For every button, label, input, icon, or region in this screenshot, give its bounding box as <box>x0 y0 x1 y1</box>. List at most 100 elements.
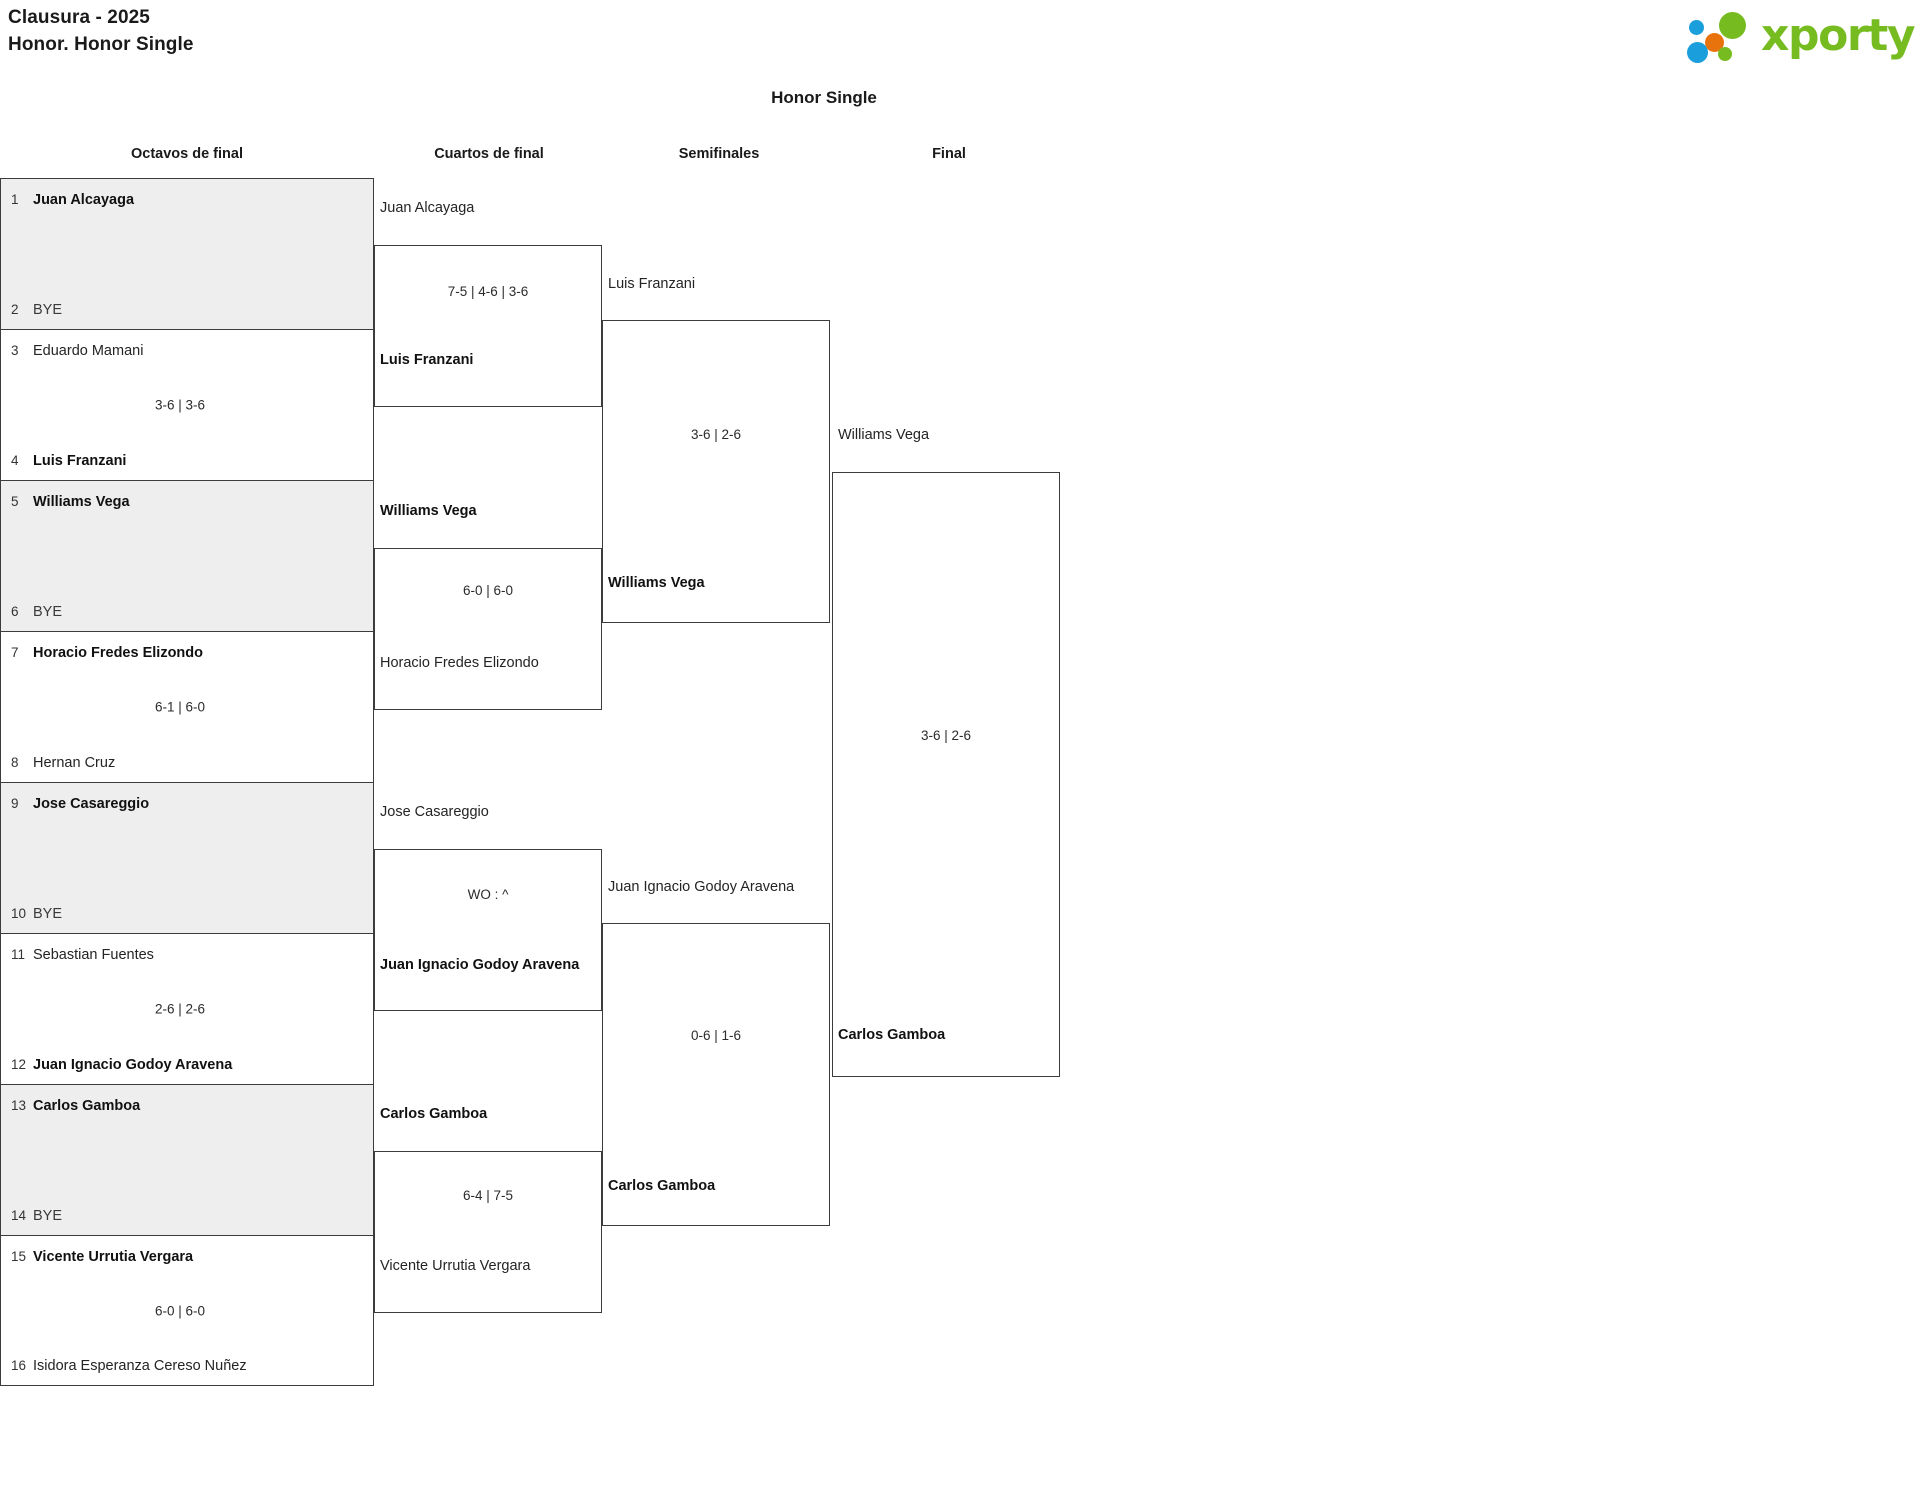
player-name: BYE <box>33 302 63 318</box>
seed-number: 13 <box>11 1098 27 1113</box>
qf3-box <box>374 849 602 1011</box>
player-name: Jose Casareggio <box>33 796 150 812</box>
seed-number: 9 <box>11 796 19 811</box>
qf1-score: 7-5 | 4-6 | 3-6 <box>447 284 529 299</box>
seed-number: 14 <box>11 1208 27 1223</box>
player-name: Luis Franzani <box>33 453 127 469</box>
player-name: Juan Ignacio Godoy Aravena <box>33 1057 233 1073</box>
player-name: Juan Alcayaga <box>33 192 135 208</box>
player-name: BYE <box>33 1208 63 1224</box>
r16-slot-seed-8[interactable]: 8 Hernan Cruz <box>11 755 115 771</box>
xporty-logo: xporty <box>1687 8 1916 64</box>
seed-number: 7 <box>11 645 19 660</box>
qf4-top-player[interactable]: Carlos Gamboa <box>380 1106 488 1122</box>
qf3-score: WO : ^ <box>467 887 509 902</box>
r16-slot-seed-11[interactable]: 11 Sebastian Fuentes <box>11 947 154 963</box>
r16-score-6: 2-6 | 2-6 <box>154 1001 206 1017</box>
r16-score-8: 6-0 | 6-0 <box>154 1303 206 1318</box>
seed-number: 6 <box>11 604 19 619</box>
qf2-box <box>374 548 602 710</box>
logo-dot-orange <box>1705 33 1724 52</box>
r16-slot-seed-12[interactable]: 12 Juan Ignacio Godoy Aravena <box>11 1057 232 1073</box>
r16-slot-seed-3[interactable]: 3 Eduardo Mamani <box>11 343 143 359</box>
seed-number: 5 <box>11 494 19 509</box>
qf2-top-player[interactable]: Williams Vega <box>380 503 477 519</box>
logo-dot-green-large <box>1719 12 1746 39</box>
r16-slot-seed-4[interactable]: 4 Luis Franzani <box>11 453 126 469</box>
sf1-bottom-player[interactable]: Williams Vega <box>608 575 705 591</box>
sf1-box <box>602 320 830 623</box>
round-header-octavos: Octavos de final <box>130 146 243 162</box>
sf1-top-player[interactable]: Luis Franzani <box>608 276 696 292</box>
player-name: Isidora Esperanza Cereso Nuñez <box>33 1358 247 1374</box>
r16-slot-seed-6[interactable]: 6 BYE <box>11 604 62 620</box>
qf1-top-player[interactable]: Juan Alcayaga <box>380 200 475 216</box>
r16-slot-seed-15[interactable]: 15 Vicente Urrutia Vergara <box>11 1249 193 1265</box>
seed-number: 4 <box>11 453 19 468</box>
r16-slot-seed-7[interactable]: 7 Horacio Fredes Elizondo <box>11 645 203 661</box>
r16-match-6[interactable]: 11 Sebastian Fuentes 2-6 | 2-6 12 Juan I… <box>0 933 374 1084</box>
r16-slot-seed-2[interactable]: 2 BYE <box>11 302 62 318</box>
r16-slot-seed-16[interactable]: 16 Isidora Esperanza Cereso Nuñez <box>11 1358 247 1374</box>
final-score: 3-6 | 2-6 <box>920 728 972 743</box>
r16-score-4: 6-1 | 6-0 <box>154 699 206 715</box>
qf2-score: 6-0 | 6-0 <box>462 583 514 598</box>
seed-number: 3 <box>11 343 19 358</box>
final-top-player[interactable]: Williams Vega <box>838 427 930 443</box>
r16-slot-seed-10[interactable]: 10 BYE <box>11 906 62 922</box>
qf1-bottom-player[interactable]: Luis Franzani <box>380 352 474 368</box>
player-name: Sebastian Fuentes <box>33 947 154 963</box>
r16-match-5[interactable]: 9 Jose Casareggio 10 BYE <box>0 782 374 933</box>
page-title: Clausura - 2025 Honor. Honor Single <box>8 4 194 58</box>
r16-match-4[interactable]: 7 Horacio Fredes Elizondo 6-1 | 6-0 8 He… <box>0 631 374 782</box>
sf1-score: 3-6 | 2-6 <box>690 427 742 442</box>
tournament-name: Clausura - 2025 <box>8 7 150 28</box>
logo-dot-blue-small <box>1689 20 1704 35</box>
round-of-16-column: 1 Juan Alcayaga 2 BYE 3 Eduardo Mamani 3… <box>0 178 374 1386</box>
sf2-top-player[interactable]: Juan Ignacio Godoy Aravena <box>608 879 795 895</box>
logo-wordmark: xporty <box>1761 10 1916 61</box>
seed-number: 10 <box>11 906 27 921</box>
round-header-cuartos: Cuartos de final <box>434 146 544 162</box>
r16-match-2[interactable]: 3 Eduardo Mamani 3-6 | 3-6 4 Luis Franza… <box>0 329 374 480</box>
r16-match-7[interactable]: 13 Carlos Gamboa 14 BYE <box>0 1084 374 1235</box>
qf4-box <box>374 1151 602 1313</box>
sf2-score: 0-6 | 1-6 <box>690 1028 742 1043</box>
r16-slot-seed-13[interactable]: 13 Carlos Gamboa <box>11 1098 140 1114</box>
qf4-bottom-player[interactable]: Vicente Urrutia Vergara <box>380 1258 531 1274</box>
r16-slot-seed-9[interactable]: 9 Jose Casareggio <box>11 796 149 812</box>
bracket-title: Honor Single <box>0 88 1920 108</box>
seed-number: 2 <box>11 302 19 317</box>
r16-match-8[interactable]: 15 Vicente Urrutia Vergara 6-0 | 6-0 16 … <box>0 1235 374 1386</box>
r16-match-1[interactable]: 1 Juan Alcayaga 2 BYE <box>0 178 374 329</box>
logo-dot-green-small <box>1718 47 1732 61</box>
sf2-bottom-player[interactable]: Carlos Gamboa <box>608 1178 716 1194</box>
r16-match-3[interactable]: 5 Williams Vega 6 BYE <box>0 480 374 631</box>
player-name: BYE <box>33 906 63 922</box>
qf4-score: 6-4 | 7-5 <box>462 1188 514 1203</box>
player-name: Williams Vega <box>33 494 130 510</box>
round-header-final: Final <box>932 146 966 162</box>
seed-number: 12 <box>11 1057 27 1072</box>
seed-number: 11 <box>11 947 26 962</box>
seed-number: 16 <box>11 1358 27 1373</box>
qf1-box <box>374 245 602 407</box>
r16-slot-seed-14[interactable]: 14 BYE <box>11 1208 62 1224</box>
qf3-top-player[interactable]: Jose Casareggio <box>380 804 489 820</box>
qf2-bottom-player[interactable]: Horacio Fredes Elizondo <box>380 655 539 671</box>
player-name: Vicente Urrutia Vergara <box>33 1249 194 1265</box>
seed-number: 8 <box>11 755 19 770</box>
r16-slot-seed-1[interactable]: 1 Juan Alcayaga <box>11 192 134 208</box>
round-header-semifinales: Semifinales <box>678 146 760 162</box>
seed-number: 1 <box>11 192 19 207</box>
final-bottom-player[interactable]: Carlos Gamboa <box>838 1027 946 1043</box>
player-name: Carlos Gamboa <box>33 1098 141 1114</box>
player-name: Eduardo Mamani <box>33 343 144 359</box>
r16-score-2: 3-6 | 3-6 <box>154 397 206 413</box>
logo-dots-icon <box>1687 12 1759 63</box>
player-name: Horacio Fredes Elizondo <box>33 645 203 661</box>
player-name: BYE <box>33 604 63 620</box>
r16-slot-seed-5[interactable]: 5 Williams Vega <box>11 494 130 510</box>
qf3-bottom-player[interactable]: Juan Ignacio Godoy Aravena <box>380 957 580 973</box>
